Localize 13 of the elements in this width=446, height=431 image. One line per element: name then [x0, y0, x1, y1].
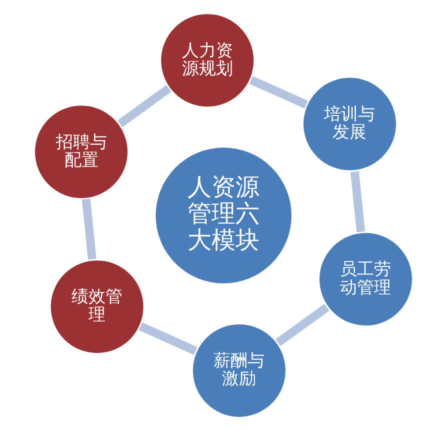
connector — [81, 198, 96, 260]
node-circle: 人资源管理六大模块 — [152, 145, 294, 286]
node-circle: 招聘与配置 — [32, 103, 130, 200]
connector — [350, 171, 365, 232]
node-circle: 员工劳动管理 — [316, 230, 414, 328]
connector — [274, 304, 329, 346]
node-circle: 人力资源规划 — [158, 12, 256, 110]
connector — [117, 84, 171, 128]
node-circle: 培训与发展 — [300, 75, 398, 173]
connector — [138, 322, 197, 355]
node-circle: 绩效管理 — [48, 258, 146, 356]
connector — [248, 76, 308, 108]
node-circle: 薪酬与激励 — [190, 322, 288, 420]
